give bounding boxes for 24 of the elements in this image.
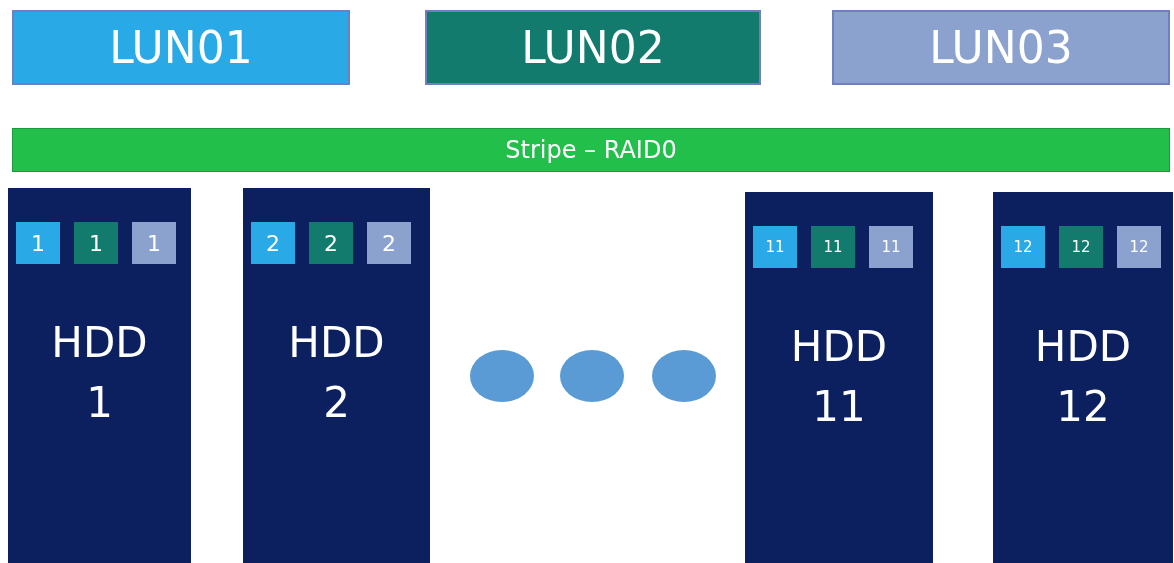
raid-stripe-bar: Stripe – RAID0 bbox=[12, 128, 1170, 172]
hard-drive-box bbox=[8, 188, 191, 563]
hard-drive-box bbox=[745, 192, 933, 563]
data-chunk: 11 bbox=[869, 226, 913, 268]
data-chunk: 12 bbox=[1059, 226, 1103, 268]
data-chunk: 11 bbox=[811, 226, 855, 268]
data-chunk: 12 bbox=[1117, 226, 1161, 268]
data-chunk: 12 bbox=[1001, 226, 1045, 268]
data-chunk: 2 bbox=[251, 222, 295, 264]
data-chunk: 1 bbox=[16, 222, 60, 264]
drive-label: HDD 11 bbox=[789, 321, 889, 433]
data-chunk: 1 bbox=[74, 222, 118, 264]
hard-drive-box bbox=[993, 192, 1173, 563]
hard-drive-box bbox=[243, 188, 430, 563]
data-chunk: 11 bbox=[753, 226, 797, 268]
lun-volume-box: LUN03 bbox=[832, 10, 1170, 85]
data-chunk: 2 bbox=[367, 222, 411, 264]
lun-volume-box: LUN01 bbox=[12, 10, 350, 85]
drive-label: HDD 2 bbox=[287, 317, 386, 429]
lun-volume-box: LUN02 bbox=[425, 10, 761, 85]
drive-label: HDD 1 bbox=[50, 317, 149, 429]
data-chunk: 2 bbox=[309, 222, 353, 264]
drive-label: HDD 12 bbox=[1033, 321, 1133, 433]
data-chunk: 1 bbox=[132, 222, 176, 264]
